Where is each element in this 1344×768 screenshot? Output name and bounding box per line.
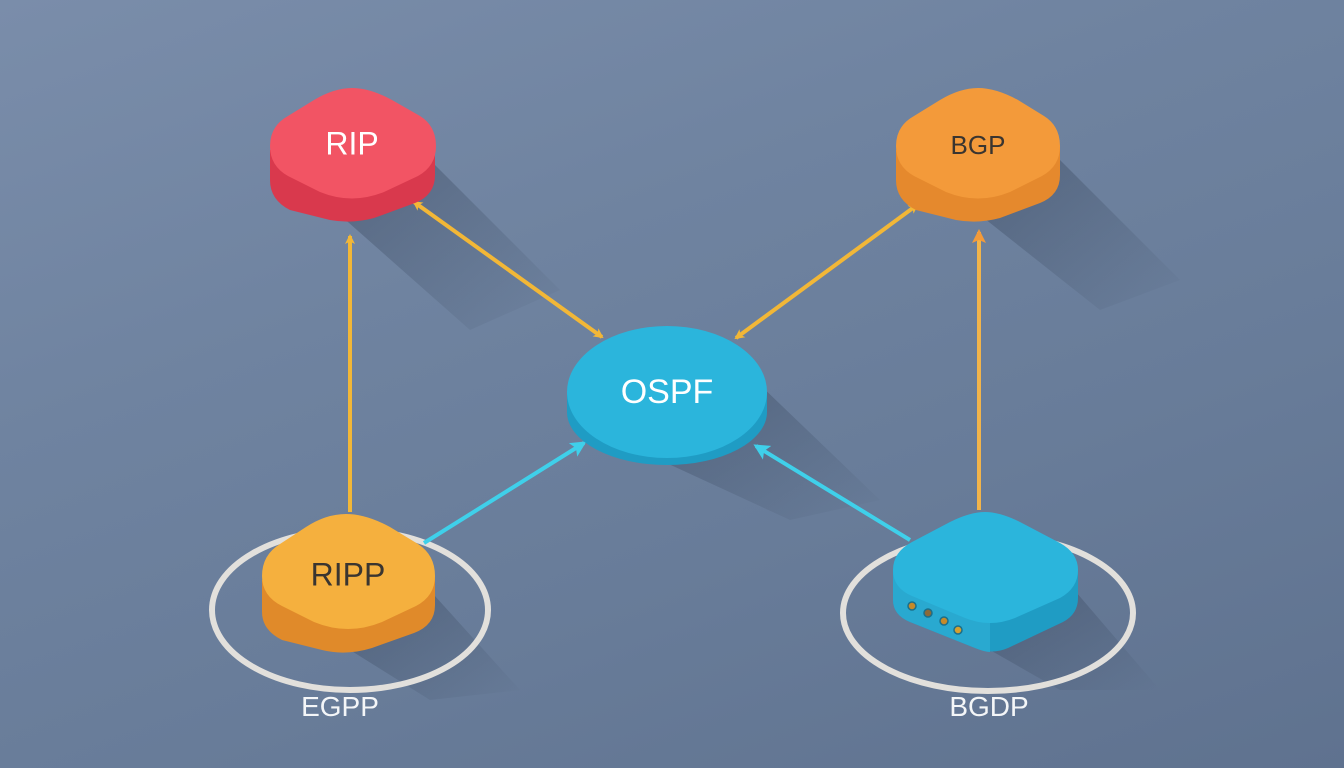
ospf-top <box>567 326 767 458</box>
node-ripp[interactable]: RIPP <box>262 514 435 653</box>
edge-ripp-to-ospf <box>422 441 587 545</box>
router-ports <box>907 601 963 635</box>
rip-top <box>270 88 436 199</box>
router-top <box>893 512 1078 623</box>
bgp-label: BGP <box>951 130 1006 160</box>
bgp-top <box>896 88 1060 199</box>
node-ospf[interactable]: OSPF <box>567 326 767 465</box>
rip-label: RIP <box>325 125 378 161</box>
edge-rip-ospf <box>412 200 604 339</box>
ripp-top <box>262 514 435 629</box>
edges <box>345 200 986 545</box>
node-router[interactable] <box>893 512 1078 652</box>
edge-router-to-ospf <box>753 444 912 542</box>
node-rip[interactable]: RIP <box>270 88 436 222</box>
router-port-led <box>939 616 949 626</box>
ospf-label: OSPF <box>621 373 714 411</box>
router-port-led <box>953 625 963 635</box>
router-port-led <box>907 601 917 611</box>
ripp-label: RIPP <box>311 556 386 592</box>
edge-bgp-ospf <box>734 203 919 340</box>
node-bgp[interactable]: BGP <box>896 88 1060 222</box>
bgdp-caption: BGDP <box>949 691 1028 722</box>
router-port-led <box>923 608 933 618</box>
egpp-caption: EGPP <box>301 691 379 722</box>
router-shadow <box>990 585 1160 690</box>
